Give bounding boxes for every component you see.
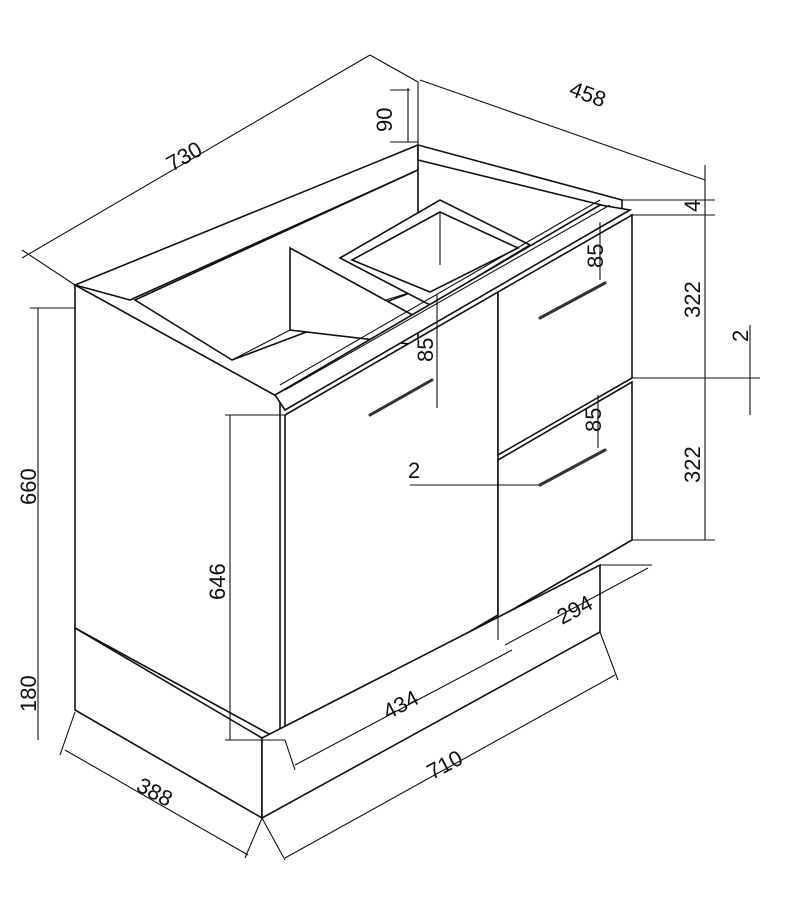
ext-line xyxy=(59,711,76,756)
dim-line-458 xyxy=(419,79,706,181)
front-rail-edge xyxy=(284,204,611,391)
ext-line xyxy=(599,631,619,681)
ext-line xyxy=(284,739,296,771)
dim-4-label: 4 xyxy=(680,200,705,212)
right-side-panel xyxy=(417,143,623,212)
dim-646-label: 646 xyxy=(205,563,230,600)
dim-322-top-label: 322 xyxy=(680,281,705,318)
dim-line-388 xyxy=(64,749,249,856)
dim-line-730 xyxy=(21,54,371,259)
door-handle xyxy=(368,378,434,417)
dim-85-drawer-top-label: 85 xyxy=(583,244,608,268)
dim-322-bottom-label: 322 xyxy=(680,446,705,483)
front-rail-edge xyxy=(279,199,601,386)
drawer-box-edge xyxy=(351,259,431,293)
dim-388-label: 388 xyxy=(133,772,177,811)
dim-90-label: 90 xyxy=(372,108,397,132)
front-rail xyxy=(273,204,633,412)
dim-line-710 xyxy=(284,674,616,859)
dim-line-294 xyxy=(504,567,649,646)
ext-line xyxy=(21,249,76,286)
ext-line xyxy=(369,54,419,83)
ext-line xyxy=(244,817,263,859)
dim-660-label: 660 xyxy=(16,468,41,505)
top-drawer-handle xyxy=(538,281,607,320)
dim-85-door-label: 85 xyxy=(413,338,438,362)
dim-2-gap-label: 2 xyxy=(408,458,420,483)
dim-line-434 xyxy=(294,649,513,766)
dim-180-label: 180 xyxy=(16,675,41,712)
bottom-drawer-handle xyxy=(538,448,607,487)
dim-2-right-label: 2 xyxy=(728,330,753,342)
dim-458-label: 458 xyxy=(566,76,609,112)
inner-edge xyxy=(231,329,291,361)
dim-730-label: 730 xyxy=(162,136,206,176)
dim-85-drawer-bottom-label: 85 xyxy=(581,408,606,432)
ext-line xyxy=(261,817,286,861)
